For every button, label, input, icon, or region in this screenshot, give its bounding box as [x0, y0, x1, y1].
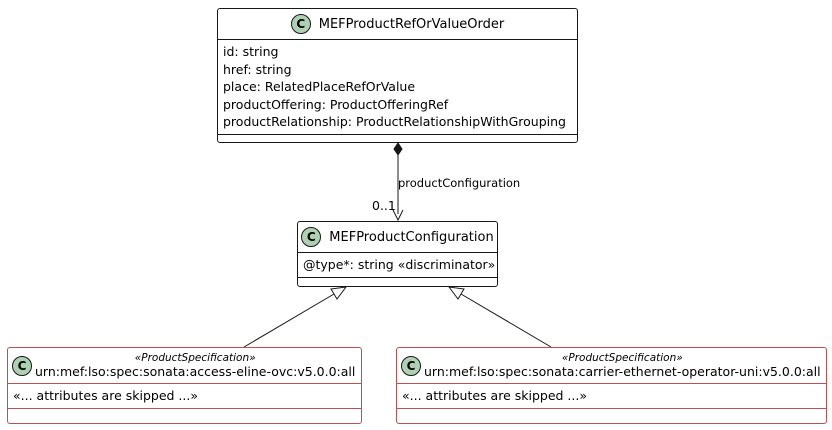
- divider: [397, 383, 826, 384]
- divider: [397, 407, 826, 409]
- class-c-icon: C: [401, 355, 421, 376]
- class-c-icon: C: [301, 227, 322, 247]
- composition-arrowhead: [392, 209, 404, 222]
- class-header: C «ProductSpecification» urn:mef:lso:spe…: [8, 348, 361, 379]
- attribute: href: string: [223, 61, 292, 77]
- class-c-icon: C: [290, 14, 311, 34]
- divider: [218, 39, 577, 40]
- attribute: @type*: string «discriminator»: [303, 257, 496, 272]
- class-name: urn:mef:lso:spec:sonata:access-eline-ovc…: [35, 364, 356, 379]
- attribute: «... attributes are skipped ...»: [402, 388, 587, 403]
- class-carrier-ethernet-operator-uni-spec[interactable]: C «ProductSpecification» urn:mef:lso:spe…: [396, 347, 827, 424]
- attribute-list: @type*: string «discriminator»: [298, 253, 497, 277]
- divider: [8, 407, 361, 409]
- class-header: C MEFProductConfiguration: [298, 222, 497, 252]
- generalization-triangle-uni: [447, 286, 465, 300]
- composition-multiplicity: 0..1: [372, 198, 396, 213]
- attribute: productOffering: ProductOfferingRef: [223, 96, 449, 112]
- composition-diamond: [393, 142, 403, 156]
- generalization-line-uni: [460, 293, 552, 348]
- composition-label: productConfiguration: [398, 176, 521, 190]
- class-header: C «ProductSpecification» urn:mef:lso:spe…: [397, 348, 826, 379]
- divider: [218, 133, 577, 135]
- attribute: productRelationship: ProductRelationship…: [223, 114, 566, 129]
- generalization-triangle-eline: [330, 286, 348, 300]
- class-name: MEFProductConfiguration: [329, 229, 494, 245]
- attribute-list: id: string href: string place: RelatedPl…: [218, 40, 577, 134]
- divider: [298, 276, 497, 278]
- attribute: «... attributes are skipped ...»: [13, 388, 198, 403]
- divider: [8, 383, 361, 384]
- divider: [298, 252, 497, 253]
- class-header: C MEFProductRefOrValueOrder: [218, 9, 577, 39]
- attribute: place: RelatedPlaceRefOrValue: [223, 79, 416, 94]
- class-access-eline-ovc-spec[interactable]: C «ProductSpecification» urn:mef:lso:spe…: [7, 347, 362, 424]
- attribute-list: «... attributes are skipped ...»: [397, 384, 826, 408]
- generalization-line-eline: [243, 293, 335, 348]
- class-name: MEFProductRefOrValueOrder: [318, 16, 505, 32]
- class-mef-product-configuration[interactable]: C MEFProductConfiguration @type*: string…: [297, 221, 498, 287]
- attribute-list: «... attributes are skipped ...»: [8, 384, 361, 408]
- class-name: urn:mef:lso:spec:sonata:carrier-ethernet…: [424, 364, 821, 379]
- class-stereotype: «ProductSpecification»: [561, 352, 683, 364]
- class-mef-product-ref-or-value-order[interactable]: C MEFProductRefOrValueOrder id: string h…: [217, 8, 578, 143]
- class-stereotype: «ProductSpecification»: [134, 352, 256, 364]
- attribute: id: string: [223, 44, 279, 59]
- class-c-icon: C: [12, 355, 32, 376]
